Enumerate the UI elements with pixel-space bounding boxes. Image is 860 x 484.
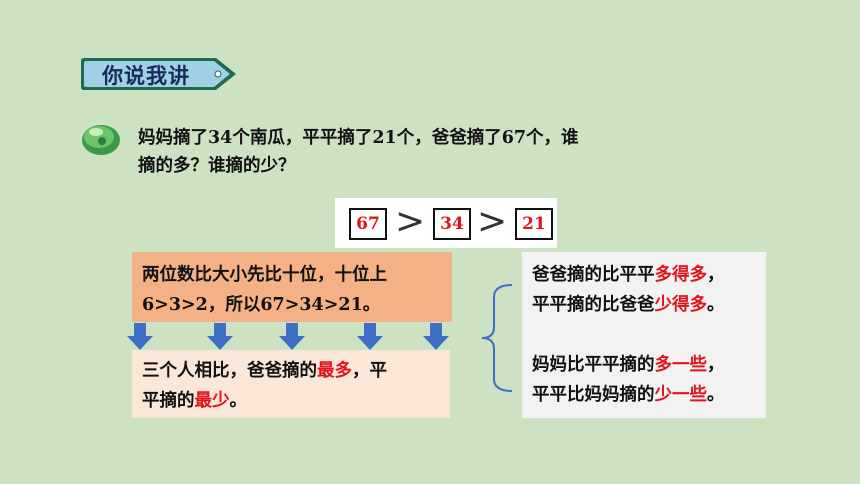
greater-than-sign: > <box>477 201 508 242</box>
conclusion-1-punct: ， <box>707 265 725 285</box>
number-box-34: 34 <box>433 208 471 240</box>
result-part-3: 平摘的 <box>142 391 195 411</box>
rule-box: 两位数比大小先比十位，十位上 6>3>2，所以67>34>21。 <box>132 252 452 322</box>
brace-icon <box>481 284 513 392</box>
conclusion-line-2: 平平摘的比爸爸少得多。 <box>532 290 762 320</box>
result-least: 最少 <box>194 391 230 411</box>
down-arrow-icon <box>207 323 233 350</box>
question-text: 妈妈摘了34个南瓜，平平摘了21个，爸爸摘了67个，谁 摘的多？谁摘的少？ <box>138 124 678 180</box>
conclusion-line-1: 爸爸摘的比平平多得多， <box>532 260 762 290</box>
conclusion-2-highlight: 少得多 <box>654 295 708 315</box>
question-line-2: 摘的多？谁摘的少？ <box>138 156 296 176</box>
section-tag: 你说我讲 <box>80 56 236 90</box>
greater-than-sign: > <box>395 201 426 242</box>
conclusion-1-text: 爸爸摘的比平平 <box>532 265 655 285</box>
number-box-67: 67 <box>349 208 387 240</box>
tag-label: 你说我讲 <box>102 64 190 88</box>
green-disc-icon <box>82 125 120 155</box>
down-arrow-icon <box>423 323 449 350</box>
rule-line-1: 两位数比大小先比十位，十位上 <box>142 265 387 285</box>
rule-line-2: 6>3>2，所以67>34>21。 <box>142 295 381 315</box>
conclusion-3-text: 妈妈比平平摘的 <box>532 355 655 375</box>
result-part-1: 三个人相比，爸爸摘的 <box>142 361 317 381</box>
rule-text: 两位数比大小先比十位，十位上 6>3>2，所以67>34>21。 <box>142 260 442 320</box>
conclusion-4-punct: 。 <box>707 385 725 405</box>
conclusion-line-3: 妈妈比平平摘的多一些， <box>532 350 762 380</box>
result-text: 三个人相比，爸爸摘的最多，平 平摘的最少。 <box>142 356 442 416</box>
number-box-21: 21 <box>515 208 553 240</box>
conclusion-4-highlight: 少一些 <box>654 385 708 405</box>
down-arrow-icon <box>357 323 383 350</box>
conclusion-3-highlight: 多一些 <box>654 355 708 375</box>
down-arrow-icon <box>279 323 305 350</box>
conclusion-2-punct: 。 <box>707 295 725 315</box>
conclusion-3-punct: ， <box>707 355 725 375</box>
result-box: 三个人相比，爸爸摘的最多，平 平摘的最少。 <box>132 350 450 418</box>
conclusion-line-4: 平平比妈妈摘的少一些。 <box>532 380 762 410</box>
result-part-2: ，平 <box>352 361 387 381</box>
conclusion-box: 爸爸摘的比平平多得多， 平平摘的比爸爸少得多。 妈妈比平平摘的多一些， 平平比妈… <box>522 252 766 418</box>
tag-shape <box>81 58 236 90</box>
conclusion-4-text: 平平比妈妈摘的 <box>532 385 655 405</box>
down-arrow-icon <box>127 323 153 350</box>
conclusion-1-highlight: 多得多 <box>654 265 708 285</box>
comparison-strip: 67 > 34 > 21 <box>335 198 557 248</box>
result-part-4: 。 <box>229 391 248 411</box>
conclusion-text: 爸爸摘的比平平多得多， 平平摘的比爸爸少得多。 妈妈比平平摘的多一些， 平平比妈… <box>532 260 762 410</box>
result-most: 最多 <box>317 361 352 381</box>
question-line-1: 妈妈摘了34个南瓜，平平摘了21个，爸爸摘了67个，谁 <box>138 128 579 148</box>
conclusion-2-text: 平平摘的比爸爸 <box>532 295 655 315</box>
